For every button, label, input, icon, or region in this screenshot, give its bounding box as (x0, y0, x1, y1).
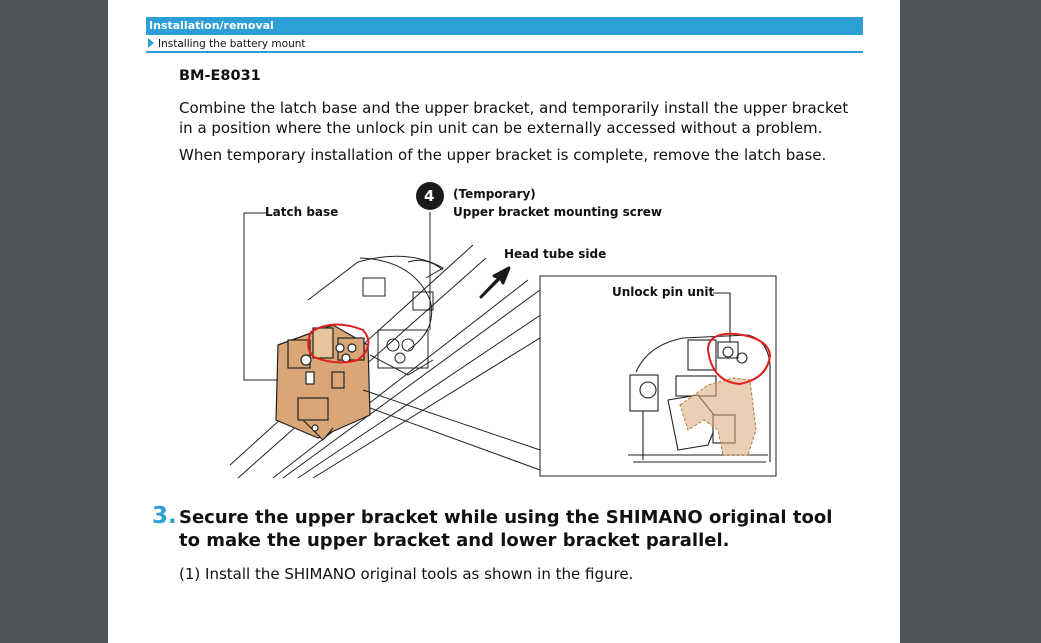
triangle-bullet-icon (148, 38, 154, 48)
installation-figure (229, 182, 777, 479)
label-unlock-pin-unit: Unlock pin unit (612, 285, 715, 299)
label-latch-base: Latch base (265, 205, 339, 219)
direction-arrow-icon (479, 266, 511, 299)
label-head-tube-side: Head tube side (504, 247, 607, 261)
label-temporary: (Temporary) (453, 187, 536, 201)
section-title: Installation/removal (149, 19, 274, 32)
subsection-title: Installing the battery mount (158, 38, 306, 50)
instruction-paragraph-1: Combine the latch base and the upper bra… (179, 99, 849, 137)
instruction-paragraph-2: When temporary installation of the upper… (179, 146, 827, 164)
step-number: 3. (152, 503, 177, 529)
callout-number: 4 (424, 187, 435, 205)
step-title: Secure the upper bracket while using the… (179, 507, 833, 551)
callout-badge (416, 182, 444, 210)
sub-step-1: (1) Install the SHIMANO original tools a… (179, 565, 634, 583)
model-number: BM-E8031 (179, 68, 261, 84)
document-page: Installation/removal Installing the batt… (108, 0, 900, 643)
section-header: Installation/removal (146, 17, 863, 35)
label-upper-bracket-screw: Upper bracket mounting screw (453, 205, 662, 219)
subsection-header: Installing the battery mount (146, 36, 863, 53)
